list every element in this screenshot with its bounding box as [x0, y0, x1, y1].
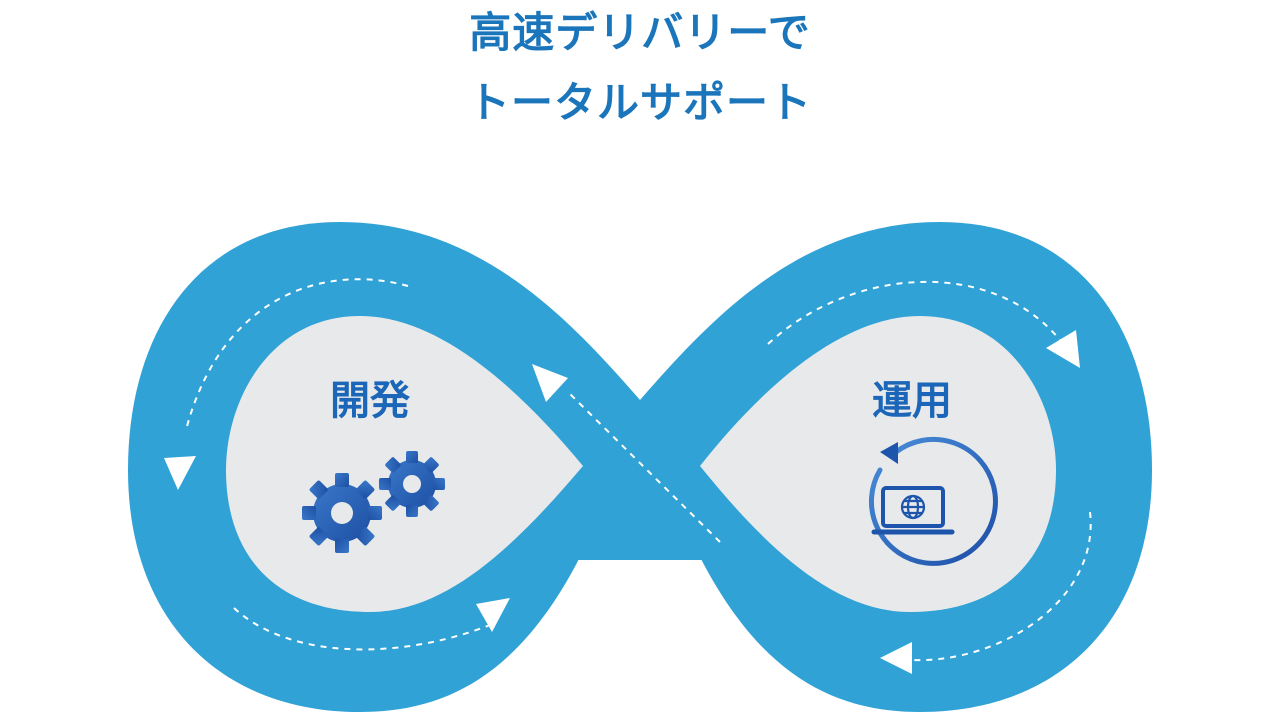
- arrow-head-right-left: [880, 642, 912, 674]
- flow-left-bottom: [233, 607, 491, 651]
- right-inner-region: [700, 316, 1056, 612]
- laptop-icon: [871, 486, 955, 535]
- headline-line-2: トータルサポート: [467, 78, 812, 127]
- right-loop-label: 運用: [872, 378, 952, 424]
- gears-icon: [302, 451, 445, 553]
- arrow-head-left-down: [164, 456, 196, 490]
- arrow-head-left-right: [476, 598, 510, 632]
- track-crossing: [490, 330, 790, 560]
- gear-large-icon: [302, 473, 382, 553]
- laptop-globe-cycle-icon: [868, 436, 998, 566]
- flow-right-top: [767, 281, 1061, 345]
- arrow-head-right-down: [1046, 330, 1080, 368]
- flow-lines: [185, 278, 1092, 662]
- left-loop-label: 開発: [330, 378, 411, 424]
- cycle-arrow-icon: [880, 442, 898, 464]
- headline-line-1: 高速デリバリーで: [469, 8, 811, 57]
- cycle-ring-icon: [868, 436, 998, 566]
- globe-icon: [900, 494, 926, 520]
- flow-arrows: [164, 330, 1080, 674]
- gear-small-icon: [379, 451, 445, 517]
- arrow-head-cross-up: [532, 364, 568, 402]
- flow-left-top: [185, 278, 409, 431]
- headline: 高速デリバリーで トータルサポート: [0, 0, 1280, 132]
